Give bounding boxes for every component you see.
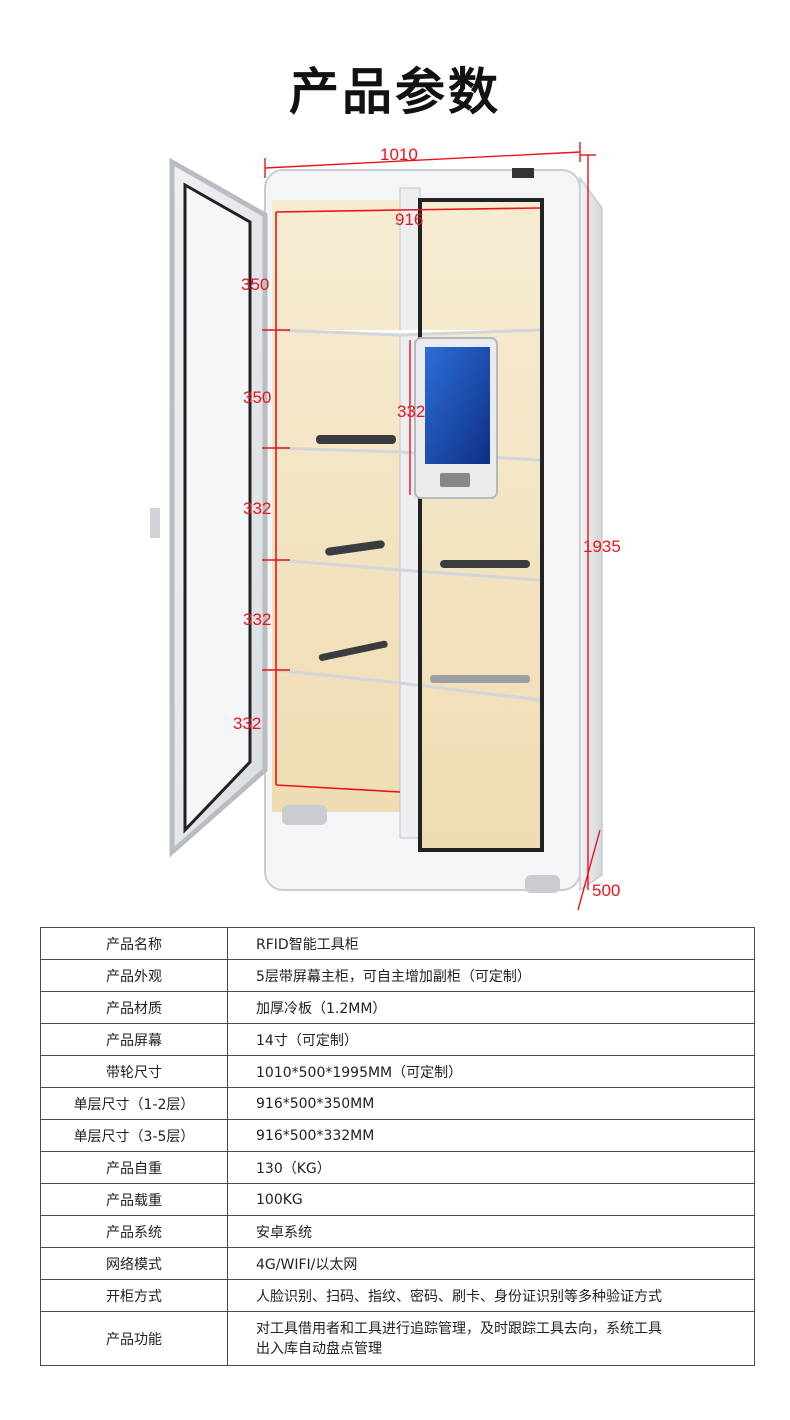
spec-value: 安卓系统 xyxy=(227,1215,755,1248)
dim-depth: 500 xyxy=(592,881,621,900)
spec-label: 产品功能 xyxy=(40,1311,228,1366)
spec-value: 对工具借用者和工具进行追踪管理，及时跟踪工具去向，系统工具 出入库自动盘点管理 xyxy=(227,1311,755,1366)
spec-label: 产品外观 xyxy=(40,959,228,992)
open-left-door xyxy=(150,157,268,858)
cabinet-illustration xyxy=(150,142,603,911)
spec-value: 5层带屏幕主柜，可自主增加副柜（可定制） xyxy=(227,959,755,992)
inner-dimension-frame xyxy=(275,207,541,793)
dim-width-outer: 1010 xyxy=(380,145,418,164)
tools xyxy=(316,435,530,683)
spec-label: 产品载重 xyxy=(40,1183,228,1216)
spec-value-line: 出入库自动盘点管理 xyxy=(256,1340,382,1357)
spec-value: 人脸识别、扫码、指纹、密码、刷卡、身份证识别等多种验证方式 xyxy=(227,1279,755,1312)
spec-value: 14寸（可定制） xyxy=(227,1023,755,1056)
spec-label: 单层尺寸（3-5层） xyxy=(40,1119,228,1152)
spec-value: 100KG xyxy=(227,1183,755,1216)
table-row: 开柜方式人脸识别、扫码、指纹、密码、刷卡、身份证识别等多种验证方式 xyxy=(40,1279,755,1312)
dim-layer-4: 332 xyxy=(243,610,272,629)
spec-label: 带轮尺寸 xyxy=(40,1055,228,1088)
table-row: 产品材质加厚冷板（1.2MM） xyxy=(40,991,755,1024)
spec-value: 4G/WIFI/以太网 xyxy=(227,1247,755,1280)
dim-screen: 332 xyxy=(397,402,426,421)
table-row: 单层尺寸（1-2层）916*500*350MM xyxy=(40,1087,755,1120)
table-row: 单层尺寸（3-5层）916*500*332MM xyxy=(40,1119,755,1152)
spec-label: 单层尺寸（1-2层） xyxy=(40,1087,228,1120)
dim-layer-2: 350 xyxy=(243,388,272,407)
spec-label: 开柜方式 xyxy=(40,1279,228,1312)
spec-value-line: 对工具借用者和工具进行追踪管理，及时跟踪工具去向，系统工具 xyxy=(256,1320,662,1337)
dimension-lines xyxy=(262,142,601,911)
spec-value: 加厚冷板（1.2MM） xyxy=(227,991,755,1024)
dim-width-inner: 916 xyxy=(395,210,424,229)
spec-label: 产品名称 xyxy=(40,927,228,960)
table-row: 产品系统安卓系统 xyxy=(40,1215,755,1248)
screen-unit xyxy=(414,337,498,499)
dim-layer-1: 350 xyxy=(241,275,270,294)
spec-value: 1010*500*1995MM（可定制） xyxy=(227,1055,755,1088)
spec-label: 产品自重 xyxy=(40,1151,228,1184)
cabinet-body xyxy=(264,168,603,893)
spec-value: 916*500*332MM xyxy=(227,1119,755,1152)
dim-layer-5: 332 xyxy=(233,714,262,733)
shelves xyxy=(275,328,541,702)
spec-label: 产品材质 xyxy=(40,991,228,1024)
spec-value: 916*500*350MM xyxy=(227,1087,755,1120)
product-figure: 1010 916 1935 500 350 350 332 332 332 33… xyxy=(0,130,790,920)
page-title: 产品参数 xyxy=(289,63,501,121)
spec-value: 130（KG） xyxy=(227,1151,755,1184)
dim-layer-3: 332 xyxy=(243,499,272,518)
spec-value: RFID智能工具柜 xyxy=(227,927,755,960)
table-row: 产品功能 对工具借用者和工具进行追踪管理，及时跟踪工具去向，系统工具 出入库自动… xyxy=(40,1311,755,1366)
dim-height: 1935 xyxy=(583,537,621,556)
spec-label: 产品系统 xyxy=(40,1215,228,1248)
spec-label: 产品屏幕 xyxy=(40,1023,228,1056)
spec-label: 网络模式 xyxy=(40,1247,228,1280)
right-door-frame xyxy=(418,198,544,852)
